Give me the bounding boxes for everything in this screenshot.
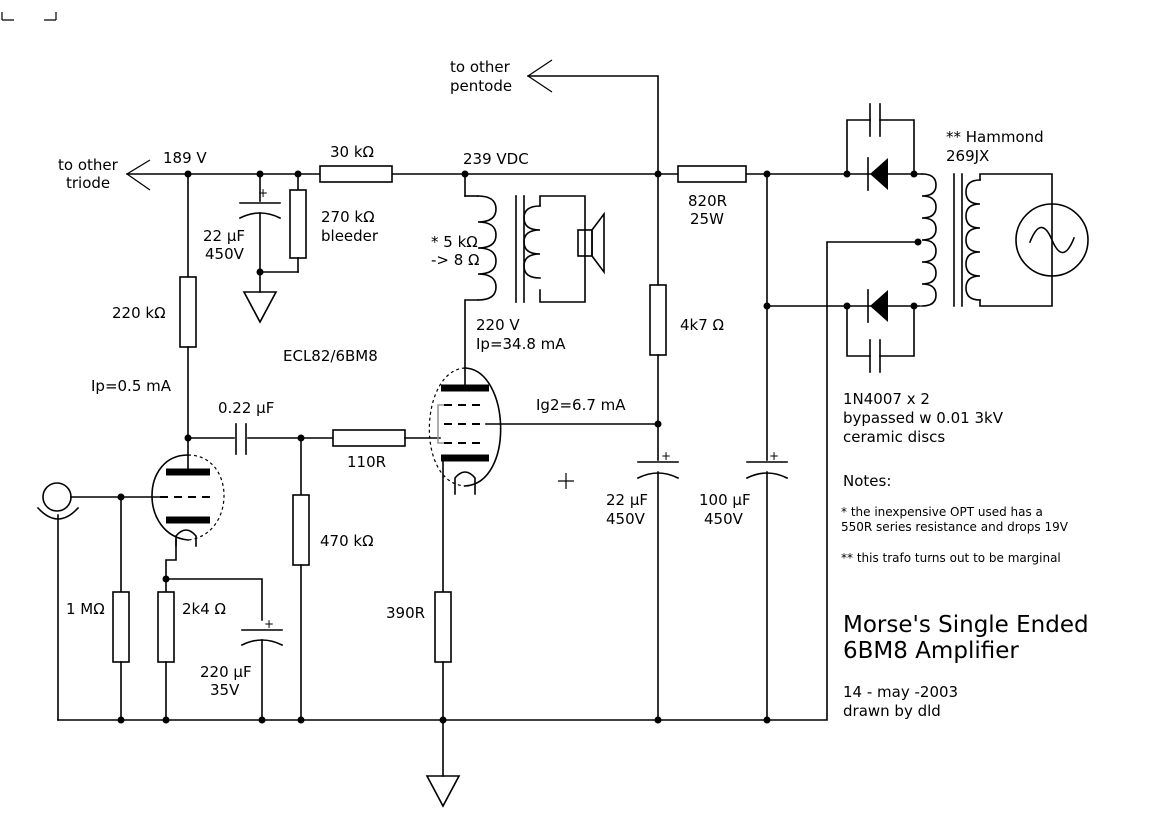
corner-marks — [1, 12, 57, 21]
label-820r: 820R — [688, 192, 727, 210]
label-to-other-triode-2: triode — [66, 174, 110, 192]
label-diodes-2: bypassed w 0.01 3kV — [843, 409, 1004, 427]
pentode-section — [428, 367, 659, 495]
label-1m: 1 MΩ — [66, 600, 105, 618]
label-22uf-1: 22 µF — [203, 227, 245, 245]
label-tube-type: ECL82/6BM8 — [283, 347, 378, 365]
ground-rail — [57, 241, 919, 724]
label-22uf-2: 22 µF — [606, 491, 648, 509]
label-220v: 220 V — [476, 316, 520, 334]
label-100uf: 100 µF — [699, 491, 751, 509]
note-1-line-1: * the inexpensive OPT used has a — [841, 505, 1043, 519]
label-ig2: Ig2=6.7 mA — [536, 396, 626, 414]
resistor-470k — [292, 437, 310, 721]
label-100uf-volt: 450V — [704, 510, 744, 528]
label-470k: 470 kΩ — [320, 532, 374, 550]
label-bleeder: bleeder — [321, 227, 379, 245]
label-25w: 25W — [690, 210, 724, 228]
resistor-220k — [179, 173, 197, 473]
ac-source-icon — [1015, 203, 1089, 277]
label-diodes-1: 1N4007 x 2 — [843, 390, 930, 408]
label-opt-2: -> 8 Ω — [431, 251, 480, 269]
triode-cathode — [157, 539, 284, 721]
filter-cap-22uf-2 — [636, 461, 680, 721]
output-transformer — [464, 173, 586, 386]
label-to-other-pentode-1: to other — [450, 58, 511, 76]
label-2k4: 2k4 Ω — [182, 600, 226, 618]
label-220uf: 220 µF — [200, 663, 252, 681]
label-ip-triode: Ip=0.5 mA — [91, 377, 172, 395]
label-239vdc: 239 VDC — [463, 150, 529, 168]
label-ip-pentode: Ip=34.8 mA — [476, 335, 566, 353]
note-2: ** this trafo turns out to be marginal — [841, 551, 1061, 565]
speaker-icon — [577, 211, 605, 275]
resistor-270k — [289, 173, 307, 273]
label-220uf-volt: 35V — [210, 681, 240, 699]
filter-cap-100uf — [745, 173, 789, 721]
label-diodes-3: ceramic discs — [843, 428, 945, 446]
label-author: drawn by dld — [843, 702, 941, 720]
triode-section — [151, 454, 225, 547]
input-jack — [36, 482, 161, 721]
label-022uf: 0.22 µF — [218, 399, 274, 417]
label-hammond-2: 269JX — [946, 147, 989, 165]
label-opt-1: * 5 kΩ — [431, 233, 478, 251]
label-22uf-2-volt: 450V — [606, 510, 646, 528]
resistor-820r — [677, 165, 747, 183]
label-22uf-1-volt: 450V — [205, 245, 245, 263]
plus-mark-c4: + — [264, 617, 274, 631]
label-390r: 390R — [386, 604, 425, 622]
resistor-110r — [332, 429, 406, 447]
pentode-cathode — [425, 457, 461, 808]
label-30k: 30 kΩ — [330, 143, 374, 161]
label-to-other-pentode-2: pentode — [450, 77, 512, 95]
annotations: to other pentode to other triode 189 V 3… — [58, 58, 1089, 720]
resistor-30k — [319, 165, 393, 183]
title-line-2: 6BM8 Amplifier — [843, 638, 1019, 664]
note-1-line-2: 550R series resistance and drops 19V — [841, 520, 1069, 534]
resistor-4k7 — [649, 173, 667, 461]
rectifier-diode-bottom — [766, 289, 921, 373]
label-hammond-1: ** Hammond — [946, 128, 1044, 146]
rectifier-diode-top — [846, 103, 918, 191]
power-transformer — [887, 173, 1053, 307]
label-date: 14 - may -2003 — [843, 683, 958, 701]
label-to-other-triode-1: to other — [58, 156, 119, 174]
filter-cap-22uf-1 — [238, 173, 299, 324]
label-189v: 189 V — [163, 149, 207, 167]
crosshair-cursor — [558, 473, 574, 489]
title-line-1: Morse's Single Ended — [843, 612, 1089, 638]
plus-mark-c2: + — [661, 449, 671, 463]
coupling-cap-022uf — [187, 423, 334, 455]
label-270k: 270 kΩ — [321, 208, 375, 226]
label-110r: 110R — [347, 453, 386, 471]
notes-heading: Notes: — [843, 472, 891, 490]
plus-mark-c3: + — [769, 449, 779, 463]
plus-mark-c1: + — [258, 186, 268, 200]
label-4k7: 4k7 Ω — [680, 316, 724, 334]
label-220k: 220 kΩ — [112, 304, 166, 322]
